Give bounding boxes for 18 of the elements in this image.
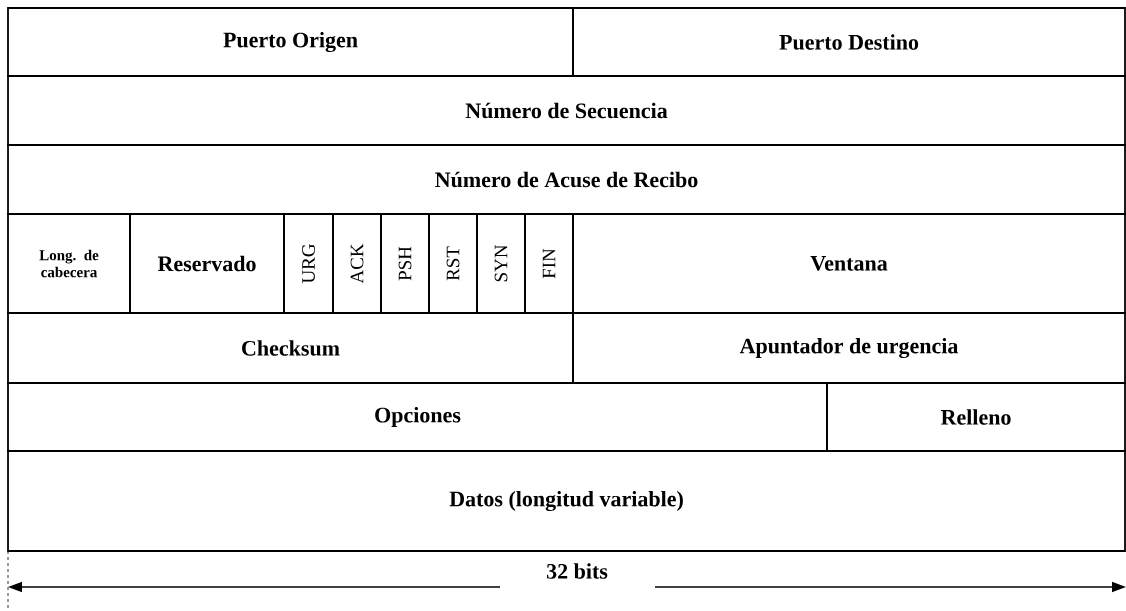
field-cell: Puerto Destino xyxy=(572,7,1126,77)
flag-cell: PSH xyxy=(380,213,430,314)
flag-cell: FIN xyxy=(524,213,574,314)
flag-cell: ACK xyxy=(332,213,382,314)
field-cell: Checksum xyxy=(7,312,574,384)
field-cell: Puerto Origen xyxy=(7,7,574,77)
field-cell: Reservado xyxy=(129,213,285,314)
field-cell: Apuntador de urgencia xyxy=(572,312,1126,384)
field-cell: Datos (longitud variable) xyxy=(7,450,1126,552)
flag-cell: RST xyxy=(428,213,478,314)
field-cell: Ventana xyxy=(572,213,1126,314)
field-cell: Número de Secuencia xyxy=(7,75,1126,146)
field-cell: Relleno xyxy=(826,382,1126,452)
flag-cell: URG xyxy=(283,213,334,314)
field-cell: Opciones xyxy=(7,382,828,452)
field-cell: Long. de cabecera xyxy=(7,213,131,314)
field-cell: Número de Acuse de Recibo xyxy=(7,144,1126,215)
flag-cell: SYN xyxy=(476,213,526,314)
